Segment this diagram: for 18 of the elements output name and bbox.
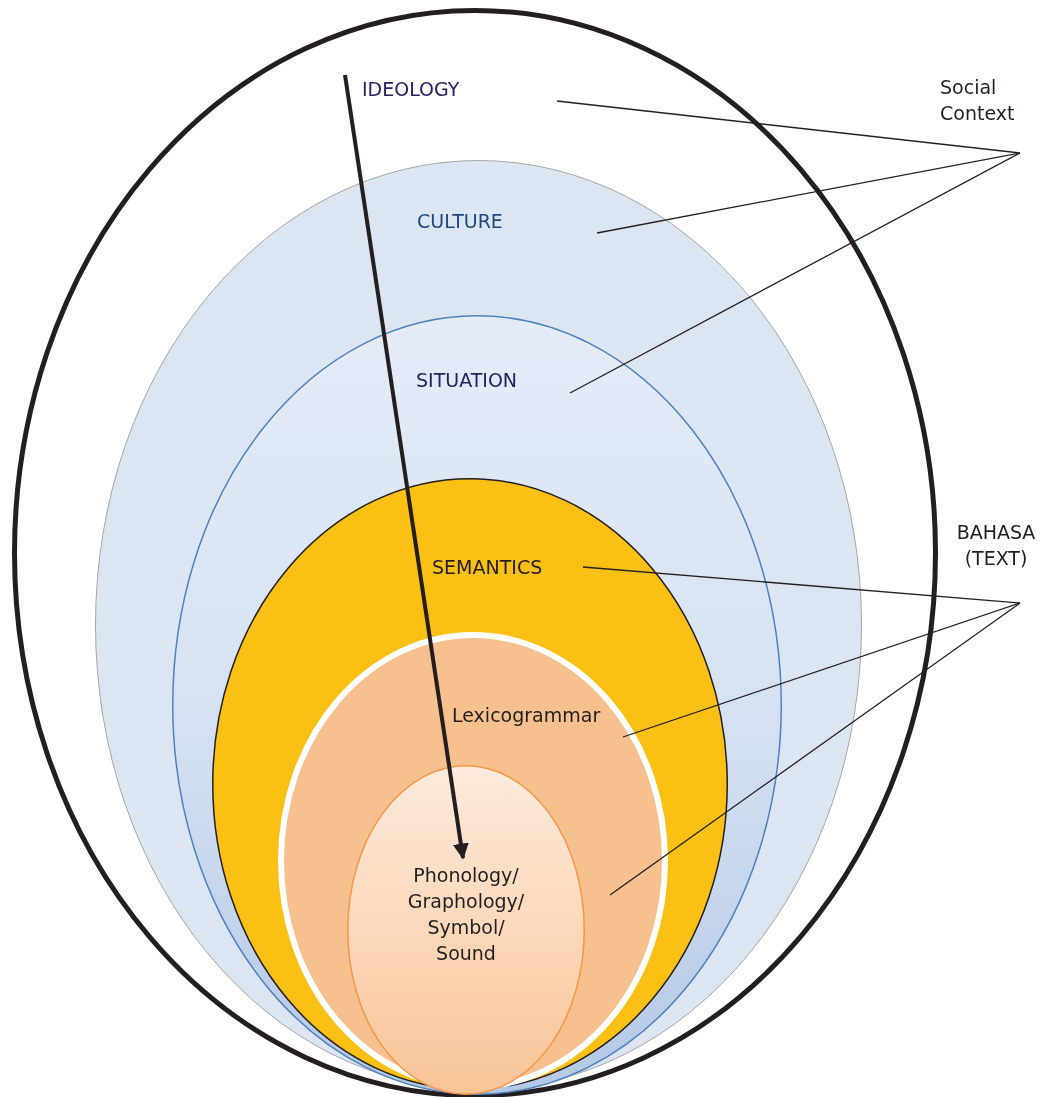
leader-line [622,602,1021,738]
leader-line [596,152,1021,234]
label-text: Social Context [940,75,1016,126]
arrow [343,74,469,860]
leader-line [582,566,1021,604]
ideology-ellipse [12,8,938,1097]
leader-line [556,100,1021,154]
phonology-ellipse [347,765,585,1095]
leader-line [609,602,1021,896]
layer-label: Lexicogrammar [452,703,601,728]
layer-label: SITUATION [416,368,518,393]
leader-line [569,152,1021,394]
layer-label: SEMANTICS [432,555,543,580]
layer-label: IDEOLOGY [362,77,460,102]
layer-label: Phonology/ Graphology/ Symbol/ Sound [406,863,526,966]
label-text: BAHASA (TEXT) [955,520,1037,571]
layer-label: CULTURE [417,209,503,234]
situation-ellipse [172,315,782,1095]
